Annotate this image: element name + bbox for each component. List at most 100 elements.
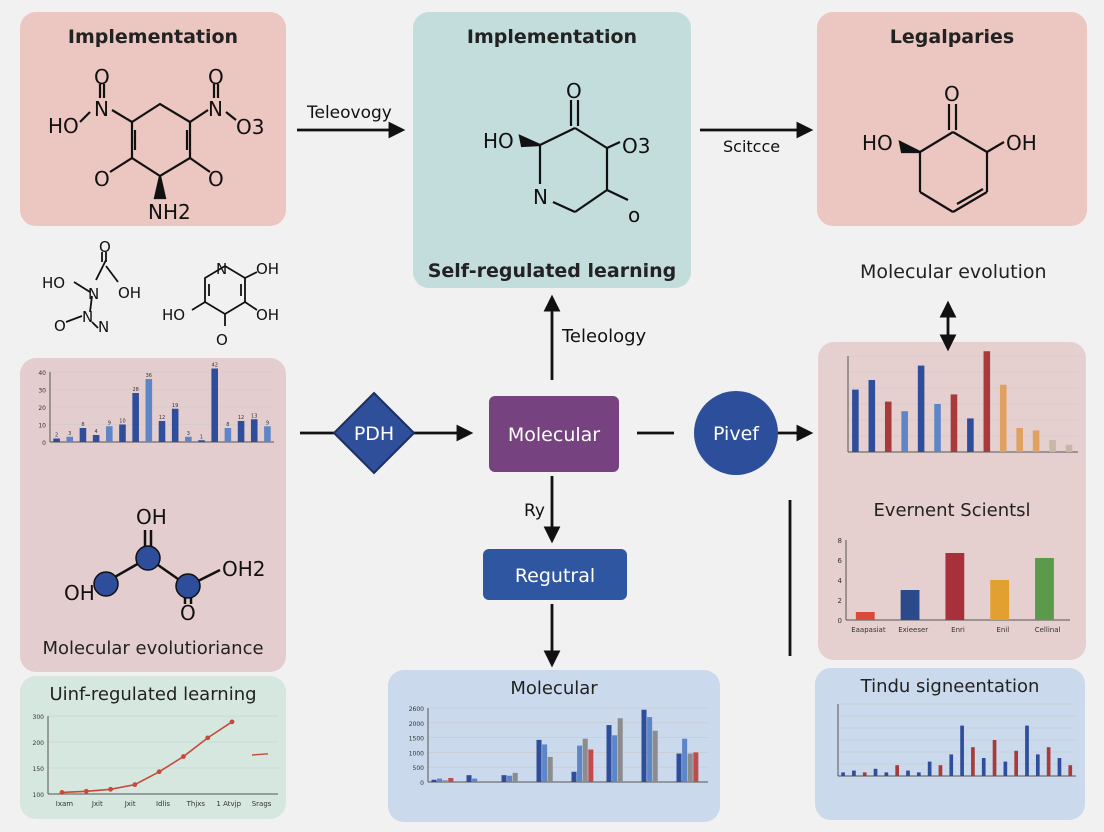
bar: [106, 426, 113, 442]
molecule-5-labels: N OH HO OH O: [162, 260, 279, 349]
svg-text:HO: HO: [162, 306, 185, 324]
bar: [1025, 725, 1029, 776]
bar: [264, 426, 271, 442]
bar: [971, 747, 975, 776]
y-tick-label: 10: [38, 423, 46, 430]
chart-mid-right-top: [847, 351, 1078, 453]
bar: [542, 744, 548, 782]
bar: [92, 435, 100, 442]
y-tick-label: 0: [420, 780, 424, 787]
svg-text:N: N: [94, 97, 109, 121]
y-tick-label: 1500: [409, 736, 424, 743]
bar: [652, 730, 658, 782]
svg-text:OH: OH: [1006, 131, 1037, 155]
bar: [171, 408, 179, 442]
svg-text:o: o: [628, 203, 640, 227]
svg-text:O3: O3: [236, 115, 264, 139]
series-line-tail: [251, 753, 269, 756]
node-regutral[interactable]: Regutral: [483, 549, 627, 600]
bar: [934, 404, 941, 452]
node-pdh[interactable]: PDH: [332, 391, 416, 475]
bar: [119, 424, 126, 442]
y-tick-label: 200: [33, 740, 45, 747]
svg-text:N: N: [533, 185, 548, 209]
svg-text:N: N: [208, 97, 223, 121]
y-tick-label: 6: [838, 557, 843, 565]
bar: [884, 401, 892, 452]
y-tick-label: 2600: [409, 706, 424, 713]
bar: [1046, 747, 1051, 776]
svg-text:O: O: [180, 601, 196, 625]
chart-bottom-right: [837, 703, 1076, 777]
svg-text:O: O: [99, 238, 111, 256]
node-molecular[interactable]: Molecular: [489, 396, 619, 472]
bar: [577, 745, 583, 782]
bar: [884, 772, 889, 776]
molecule-4-labels: O HO N OH O N N: [42, 238, 141, 336]
y-tick-label: 30: [38, 388, 46, 395]
bar-value-label: 2: [55, 433, 58, 439]
panel-bottom-left: Uinf-regulated learning: [20, 676, 286, 819]
molecule-1-labels: O N O N HO O3 O O NH2: [48, 65, 264, 224]
bar: [895, 765, 900, 776]
svg-text:Regutral: Regutral: [515, 565, 595, 587]
bar: [917, 365, 925, 452]
x-tick-label: Srags: [252, 800, 272, 808]
svg-text:N: N: [82, 308, 93, 326]
bar: [442, 780, 448, 782]
bar: [1065, 444, 1073, 452]
bar: [1003, 761, 1008, 776]
series-line: [61, 721, 233, 794]
svg-text:HO: HO: [42, 274, 65, 292]
node-pivef[interactable]: Pivef: [694, 391, 778, 475]
panel-title: Implementation: [466, 26, 638, 48]
y-tick-label: 300: [33, 714, 45, 721]
molecule-structure-3: [898, 104, 1005, 213]
bar: [682, 738, 688, 782]
svg-text:N: N: [98, 318, 109, 336]
svg-text:O: O: [208, 167, 224, 191]
panel-top-center: Implementation Self-regulated learning: [413, 12, 691, 288]
bar: [901, 411, 908, 452]
bar: [582, 738, 588, 782]
bar: [868, 380, 876, 452]
svg-text:Molecular: Molecular: [508, 424, 600, 446]
bar: [873, 768, 878, 776]
molecule-structure-6: [105, 530, 221, 604]
y-tick-label: 150: [33, 766, 45, 773]
svg-text:HO: HO: [483, 129, 514, 153]
bar: [1068, 765, 1073, 776]
panel-top-left: Implementation: [20, 12, 286, 226]
bar: [927, 761, 932, 776]
bar-value-label: 1: [200, 434, 203, 440]
bar: [145, 379, 153, 442]
bar: [1057, 758, 1062, 776]
arrow-label-teleovogy: Teleovogy: [306, 103, 392, 123]
svg-text:O3: O3: [622, 134, 650, 158]
bar: [981, 758, 986, 776]
panel-caption: Molecular evolutioriance: [42, 638, 264, 659]
svg-text:Pivef: Pivef: [713, 423, 760, 445]
bar: [466, 775, 472, 782]
svg-text:OH: OH: [256, 306, 279, 324]
bar-value-label: 3: [68, 431, 71, 437]
bar: [588, 749, 594, 782]
svg-text:PDH: PDH: [354, 423, 394, 445]
bar: [900, 590, 920, 620]
y-tick-label: 100: [33, 792, 45, 799]
x-tick-label: Exieeser: [898, 626, 928, 634]
bar: [676, 753, 682, 782]
bar: [185, 436, 192, 442]
y-tick-label: 0: [838, 617, 842, 625]
x-tick-label: Jxit: [124, 800, 136, 808]
bar-value-label: 9: [266, 420, 269, 426]
data-point: [132, 782, 138, 788]
bar: [571, 771, 577, 782]
bar: [472, 778, 478, 782]
panel-title: Implementation: [67, 26, 239, 48]
data-point: [156, 769, 162, 775]
bar: [1014, 750, 1019, 776]
data-point: [205, 735, 211, 741]
bar-value-label: 3: [187, 431, 190, 437]
